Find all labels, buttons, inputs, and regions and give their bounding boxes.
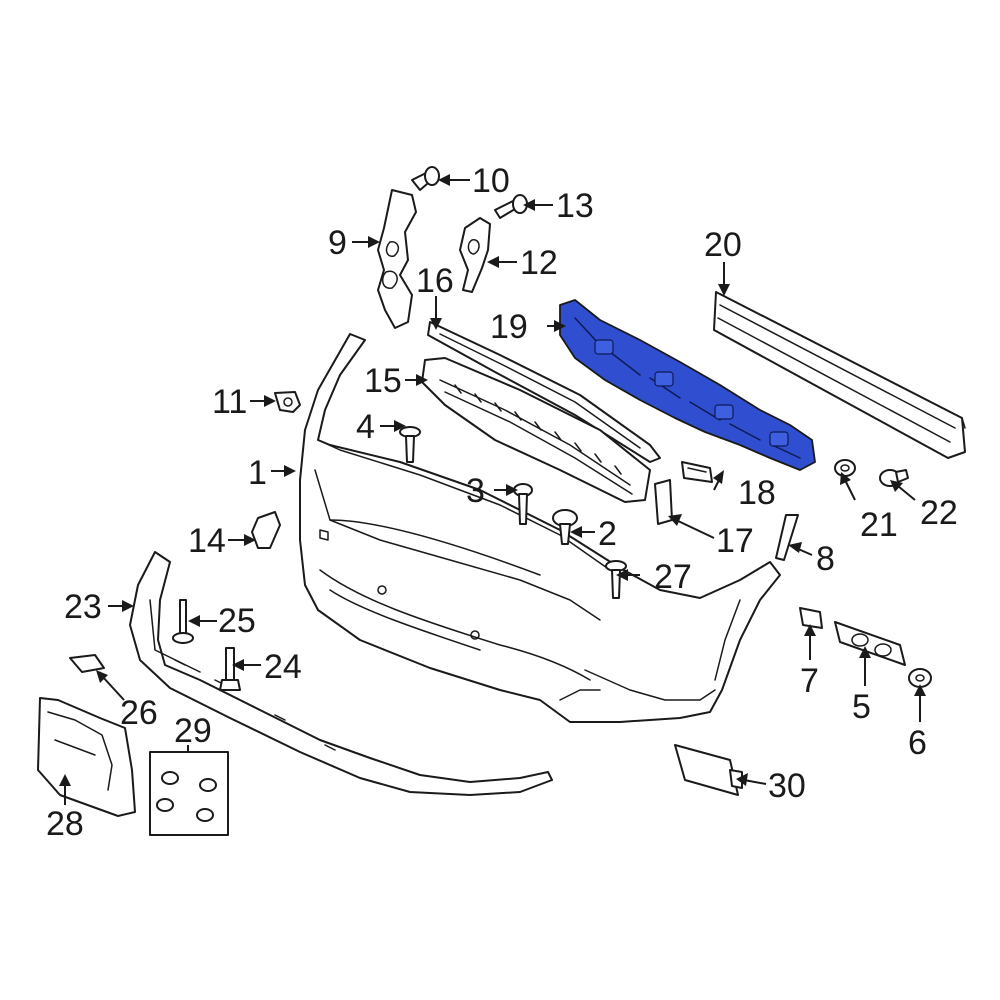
bumper-bracket-part-9[interactable] — [377, 189, 417, 329]
callout-1: 1 — [248, 454, 267, 492]
upper-seal-strip-part-16[interactable] — [427, 321, 661, 463]
callout-5: 5 — [852, 688, 871, 726]
callout-2: 2 — [598, 515, 617, 553]
callout-11: 11 — [212, 383, 247, 421]
callout-15: 15 — [364, 362, 402, 400]
callout-27: 27 — [654, 558, 692, 596]
clip-part-18[interactable] — [681, 461, 713, 483]
callout-23: 23 — [64, 588, 102, 626]
rivet-part-2[interactable] — [552, 509, 578, 545]
bracket-part-5[interactable] — [834, 621, 906, 666]
impact-bar-part-20[interactable] — [713, 291, 966, 459]
callout-4: 4 — [356, 408, 375, 446]
callout-21: 21 — [860, 506, 898, 544]
bolt-part-13[interactable] — [494, 194, 528, 219]
callout-16: 16 — [416, 262, 454, 300]
clip-part-11[interactable] — [274, 391, 301, 413]
callout-17: 17 — [716, 522, 754, 560]
push-pin-part-4[interactable] — [399, 426, 421, 463]
callout-19: 19 — [490, 308, 528, 346]
clip-part-26[interactable] — [69, 654, 105, 673]
callout-25: 25 — [218, 602, 256, 640]
bumper-bracket-part-12[interactable] — [459, 217, 491, 293]
lower-deflector-part-23[interactable] — [129, 551, 553, 796]
callout-9: 9 — [328, 224, 347, 262]
callout-7: 7 — [800, 662, 819, 700]
fastener-kit-part-29[interactable] — [149, 751, 229, 836]
leader-arrows — [59, 174, 926, 805]
callout-10: 10 — [472, 162, 510, 200]
callout-14: 14 — [188, 522, 226, 560]
push-pin-part-27[interactable] — [605, 560, 627, 599]
nut-part-21[interactable] — [834, 459, 856, 477]
callout-12: 12 — [520, 244, 558, 282]
clip-part-7[interactable] — [799, 607, 823, 629]
callout-26: 26 — [120, 694, 158, 732]
pin-part-8[interactable] — [775, 514, 799, 561]
grille-part-15[interactable] — [421, 357, 651, 503]
sensor-part-30[interactable] — [674, 744, 743, 796]
callout-20: 20 — [704, 226, 742, 264]
bolt-part-10[interactable] — [411, 166, 440, 191]
bumper-cover-part-1[interactable] — [299, 333, 781, 723]
callout-28: 28 — [46, 805, 84, 843]
callout-29: 29 — [174, 712, 212, 750]
bolt-part-24[interactable] — [219, 647, 241, 691]
callout-30: 30 — [768, 767, 806, 805]
callout-6: 6 — [908, 724, 927, 762]
bolt-part-22[interactable] — [879, 469, 909, 487]
bolt-part-3[interactable] — [513, 483, 533, 525]
bolt-part-25[interactable] — [172, 599, 194, 644]
callout-24: 24 — [264, 648, 302, 686]
energy-absorber-part-19[interactable] — [559, 299, 816, 471]
license-bracket-part-28[interactable] — [37, 697, 136, 817]
callout-3: 3 — [466, 472, 485, 510]
callout-22: 22 — [920, 494, 958, 532]
callout-18: 18 — [738, 474, 776, 512]
callout-labels: 1 2 3 4 5 6 7 8 9 10 11 12 13 14 15 16 1… — [46, 162, 958, 843]
callout-13: 13 — [556, 187, 594, 225]
callout-8: 8 — [816, 540, 835, 578]
cap-part-14[interactable] — [251, 511, 281, 549]
